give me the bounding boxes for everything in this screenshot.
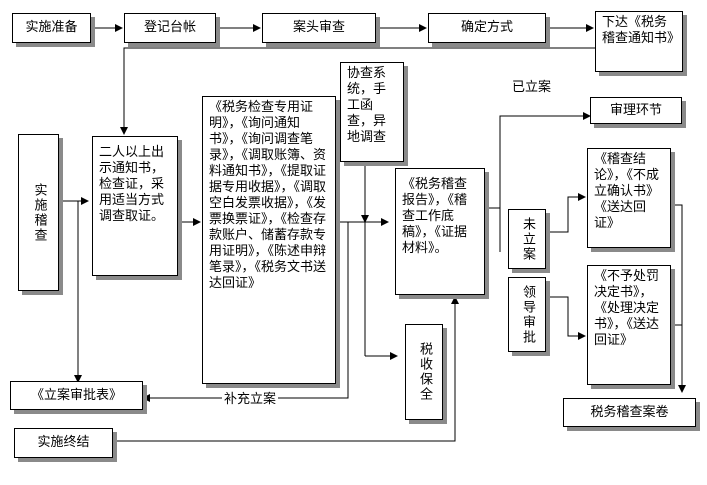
assist-label: 协查系统，手工函查，异地调查 xyxy=(347,66,387,145)
two-persons-label: 二人以上出示通知书，检查证，采用适当方式调查取证。 xyxy=(99,145,165,224)
case-review-box: 案头审查 xyxy=(262,13,376,43)
determine-method-box: 确定方式 xyxy=(428,13,546,43)
filing-approval-label: 《立案审批表》 xyxy=(30,387,122,403)
filed-label: 已立案 xyxy=(512,80,552,95)
filing-approval-box: 《立案审批表》 xyxy=(10,381,143,410)
leader-approval-label: 领导审批 xyxy=(520,284,535,345)
notice-box: 下达《税务稽查通知书》 xyxy=(595,11,683,72)
documents-box: 《税务检查专用证明》，《询问通知书》，《询问调查笔录》，《调取账簿、资料通知书》… xyxy=(202,96,336,384)
prepare-label: 实施准备 xyxy=(25,20,78,35)
finish-label: 实施终结 xyxy=(37,435,90,450)
not-filed-label: 未立案 xyxy=(520,216,535,262)
register-label: 登记台帐 xyxy=(143,20,196,35)
no-penalty-label: 《不予处罚决定书》，《处理决定书》，《送达回证》 xyxy=(594,269,660,348)
documents-label: 《税务检查专用证明》，《询问通知书》，《询问调查笔录》，《调取账簿、资料通知书》… xyxy=(209,100,327,291)
tax-preservation-box: 税收保全 xyxy=(405,324,443,420)
notice-label: 下达《税务稽查通知书》 xyxy=(602,15,681,46)
supplement-label: 补充立案 xyxy=(222,392,279,408)
implement-label: 实施稽查 xyxy=(31,182,47,243)
leader-approval-box: 领导审批 xyxy=(508,277,546,352)
conclusion-box: 《稽查结论》，《不成立确认书》《送达回证》 xyxy=(587,148,671,248)
review-stage-box: 审理环节 xyxy=(590,97,682,124)
review-stage-label: 审理环节 xyxy=(609,102,662,118)
prepare-box: 实施准备 xyxy=(12,13,91,43)
report-label: 《税务稽查报告》，《稽查工作底稿》，《证据材料》。 xyxy=(402,177,468,256)
report-box: 《税务稽查报告》，《稽查工作底稿》，《证据材料》。 xyxy=(395,168,485,295)
not-filed-box: 未立案 xyxy=(508,209,546,269)
assist-box: 协查系统，手工函查，异地调查 xyxy=(340,62,404,162)
register-box: 登记台帐 xyxy=(124,13,216,43)
case-review-label: 案头审查 xyxy=(292,20,345,35)
determine-method-label: 确定方式 xyxy=(460,20,513,35)
tax-preservation-label: 税收保全 xyxy=(417,342,432,402)
two-persons-box: 二人以上出示通知书，检查证，采用适当方式调查取证。 xyxy=(92,136,178,276)
archive-box: 税务稽查案卷 xyxy=(563,398,696,427)
archive-label: 税务稽查案卷 xyxy=(590,404,669,420)
implement-box: 实施稽查 xyxy=(18,134,59,291)
finish-box: 实施终结 xyxy=(14,428,113,458)
conclusion-label: 《稽查结论》，《不成立确认书》《送达回证》 xyxy=(594,152,660,231)
no-penalty-box: 《不予处罚决定书》，《处理决定书》，《送达回证》 xyxy=(587,265,671,385)
